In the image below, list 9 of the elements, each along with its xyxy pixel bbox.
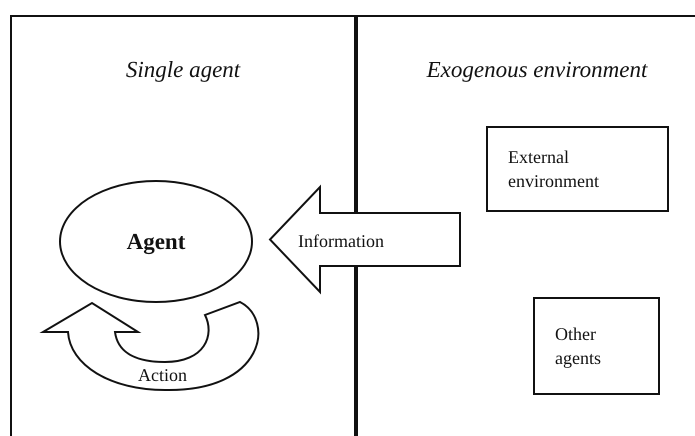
agent-ellipse: Agent <box>59 180 253 303</box>
edge-label: Action <box>138 364 187 386</box>
entity-box: Other agents <box>533 297 660 395</box>
block-arrow <box>268 184 461 294</box>
panel-heading: Exogenous environment <box>425 57 649 83</box>
block-arrow <box>42 301 260 391</box>
panel-heading: Single agent <box>124 57 242 83</box>
edge-label: Information <box>298 230 384 252</box>
entity-box: External environment <box>486 126 669 212</box>
